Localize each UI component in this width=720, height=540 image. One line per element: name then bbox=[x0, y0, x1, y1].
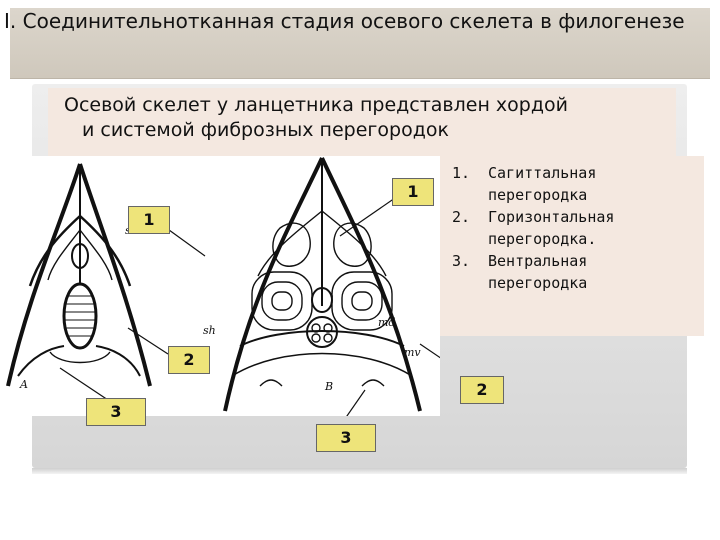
list-text: Сагиттальная bbox=[488, 164, 597, 182]
tag-left-2: 2 bbox=[168, 346, 210, 374]
label-a: A bbox=[19, 378, 28, 391]
list-text: перегородка bbox=[488, 274, 588, 292]
tag-right-1: 1 bbox=[392, 178, 434, 206]
list-number: 2. bbox=[452, 208, 471, 226]
lead-line-1: Осевой скелет у ланцетника представлен х… bbox=[64, 94, 568, 116]
lead-line-2: и системой фиброзных перегородок bbox=[82, 119, 449, 141]
list-number: 1. bbox=[452, 164, 471, 182]
tag-left-3: 3 bbox=[86, 398, 146, 426]
tag-left-1: 1 bbox=[128, 206, 170, 234]
slide-title: I. Соединительнотканная стадия осевого с… bbox=[4, 9, 685, 33]
list-item: 1. Сагиттальная bbox=[452, 162, 700, 184]
list-text: перегородка. bbox=[488, 230, 597, 248]
list-text: Вентральная bbox=[488, 252, 588, 270]
section-a-drawing bbox=[6, 163, 152, 387]
tag-right-2: 2 bbox=[460, 376, 504, 404]
list-number: 3. bbox=[452, 252, 471, 270]
label-sh: sh bbox=[203, 324, 216, 337]
title-bar bbox=[10, 8, 710, 79]
lancelet-cross-section-figure: A B ss sh md mv l bbox=[0, 156, 440, 416]
list-text: перегородка bbox=[488, 186, 588, 204]
list-item: 2. Горизонтальная bbox=[452, 206, 700, 228]
label-l: l bbox=[330, 294, 334, 307]
list-box bbox=[440, 156, 704, 336]
tag-right-3: 3 bbox=[316, 424, 376, 452]
content-shadow bbox=[32, 468, 687, 474]
anatomy-drawing: A B ss sh md mv l bbox=[6, 157, 440, 416]
list-item-cont: перегородка. bbox=[452, 228, 700, 250]
lead-text: Осевой скелет у ланцетника представлен х… bbox=[64, 93, 664, 143]
list-item-cont: перегородка bbox=[452, 272, 700, 294]
lead-box bbox=[48, 88, 676, 156]
label-b: B bbox=[324, 380, 333, 393]
label-mv: mv bbox=[404, 346, 421, 359]
label-md: md bbox=[378, 316, 395, 329]
septum-list: 1. Сагиттальная перегородка 2. Горизонталь… bbox=[452, 162, 700, 294]
section-b-drawing bbox=[223, 157, 422, 412]
pointer-lines bbox=[59, 197, 440, 416]
list-text: Горизонтальная bbox=[488, 208, 615, 226]
list-item: 3. Вентральная bbox=[452, 250, 700, 272]
list-item-cont: перегородка bbox=[452, 184, 700, 206]
